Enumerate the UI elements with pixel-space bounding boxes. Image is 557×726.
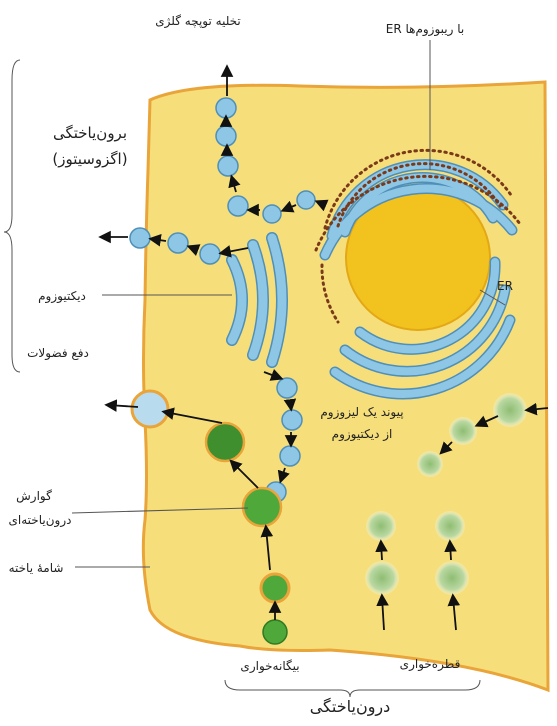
label-pinocytosis: قطره‌خواری	[400, 657, 461, 672]
label-dictyosome: دیکتیوزوم	[38, 289, 86, 304]
label-cell-membrane: شامهٔ یاخته	[9, 561, 64, 575]
label-lysosome: پیوند یک لیزوزوم	[320, 405, 403, 420]
label-exocytosis-latin: (اگزوسیتوز)	[52, 150, 127, 168]
label-intracellular: درون‌یاخته‌ای	[9, 513, 72, 528]
label-digestion: گوارش	[16, 489, 52, 504]
waste-vesicle	[132, 391, 168, 427]
label-from-dictyosome: از دیکتیوزوم	[332, 427, 393, 442]
label-exocytosis: برون‌یاختگی	[53, 124, 127, 142]
label-golgi-vesicle-release: تخلیه توپچه گلژی	[155, 14, 241, 29]
endocytosis-bracket	[225, 680, 480, 697]
cell-body	[143, 82, 548, 690]
label-er-with-ribosomes: ER با ریبوزوم‌ها	[386, 22, 465, 37]
label-endocytosis: درون‌یاختگی	[310, 697, 391, 717]
label-phagocytosis: بیگانه‌خواری	[240, 659, 299, 674]
label-waste-excretion: دفع فضولات	[27, 346, 89, 361]
label-er: ER	[497, 279, 513, 293]
